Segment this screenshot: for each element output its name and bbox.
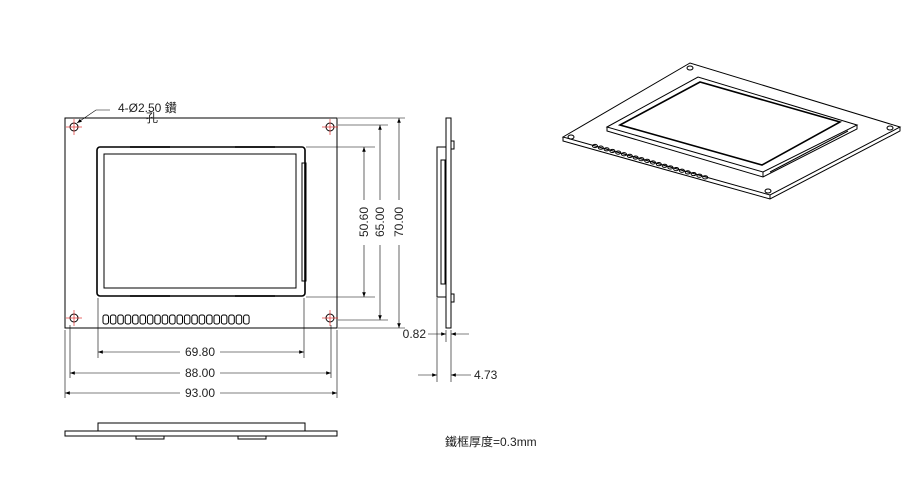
pin-icon [638,157,645,162]
pin-icon [102,314,109,325]
bottom-view [64,422,338,440]
pin-icon [124,314,132,325]
pin-icon [626,153,633,158]
dim-height-holes: 65.00 [373,207,387,237]
pin-icon [615,150,622,155]
dim-height-screen: 50.60 [357,207,371,237]
pin-icon [679,168,685,173]
pin-icon [243,314,250,325]
pin-icon [235,314,243,325]
pin-icon [696,173,703,178]
pin-icon [632,155,639,160]
pin-icon [169,314,176,325]
dim-total-thickness: 4.73 [474,368,498,382]
pin-icon [609,148,616,154]
pin-icon [228,314,235,325]
hole-icon [322,119,338,135]
pin-icon [603,147,610,152]
mounting-holes [66,119,338,326]
pin-icon [684,170,691,175]
pin-icon [183,314,191,325]
side-frame [436,146,447,298]
frame-thickness-note: 鐵框厚度=0.3mm [445,434,537,449]
isometric-view [561,62,902,200]
lcd-frame [96,146,306,297]
side-tab [301,162,307,282]
pin-icon [621,152,627,157]
pin-icon [592,143,598,149]
pin-icon [154,314,161,325]
pin-icon [673,167,680,172]
side-pcb [445,117,452,329]
dim-height-board: 70.00 [392,207,406,237]
lcd-screen [103,153,297,289]
pin-icon [191,314,198,325]
hole-icon [66,310,82,326]
pin-icon [117,314,124,325]
pin-icon [661,163,668,168]
pin-icon [176,314,183,325]
pin-icon [139,314,146,325]
pin-icon [213,314,220,325]
pcb-outline [64,117,338,329]
pin-icon [690,171,697,177]
pin-icon [220,314,228,325]
hole-note-suffix: 孔 [146,111,158,125]
pin-icon [655,162,662,167]
dim-width-holes: 88.00 [185,366,215,380]
iso-screen [617,81,843,166]
dim-width-board: 93.00 [185,386,215,400]
side-view: 0.82 4.73 [403,117,498,382]
dim-board-thickness: 0.82 [403,327,427,341]
hole-icon [322,310,338,326]
pin-icon [702,175,709,180]
pin-icon [146,314,154,325]
hole-note: 4-Ø2.50 鑽 [118,100,177,115]
pin-icon [198,314,206,325]
pin-icon [597,145,604,150]
dim-width-screen: 69.80 [185,345,215,359]
pin-icon [206,314,213,325]
front-view: 4-Ø2.50 鑽 孔 69.80 88.00 93.00 50.60 65.0… [64,100,406,400]
pin-icon [132,314,139,325]
pin-icon [644,158,651,163]
connector-pins [102,314,250,325]
hole-icon [66,119,82,135]
iso-connector-pins [592,143,709,180]
pin-icon [650,160,656,165]
pin-icon [161,314,169,325]
pin-icon [667,165,674,170]
pin-icon [109,314,117,325]
